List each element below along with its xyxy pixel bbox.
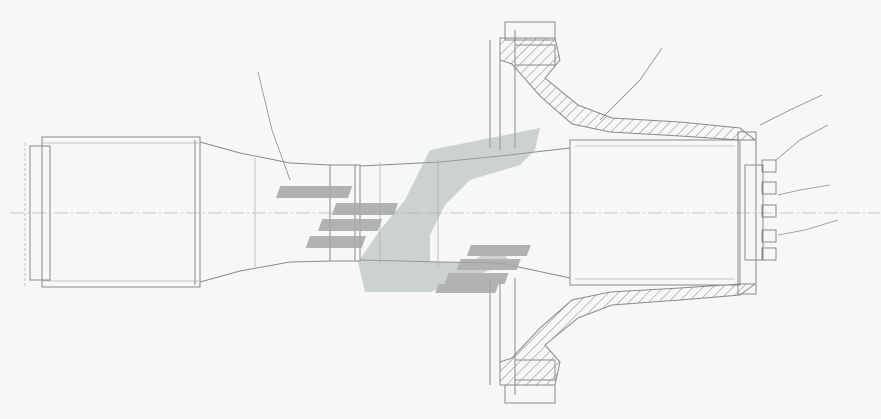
logo-bar — [444, 273, 509, 284]
logo-bar — [435, 284, 499, 293]
logo-bar — [331, 203, 399, 215]
leader-lines — [257, 47, 839, 236]
logo-bar — [317, 219, 383, 231]
logo-bar — [456, 259, 521, 270]
hub-drum — [569, 131, 764, 295]
hub-flange-lower — [489, 278, 757, 404]
end-cap-bolts — [761, 159, 777, 261]
axle-tube — [24, 136, 331, 288]
hub-flange-upper — [489, 21, 757, 150]
stylized-wing-logo-icon — [275, 128, 540, 293]
logo-bar — [305, 236, 367, 248]
logo-bar — [466, 245, 531, 256]
logo-bar — [275, 186, 353, 198]
